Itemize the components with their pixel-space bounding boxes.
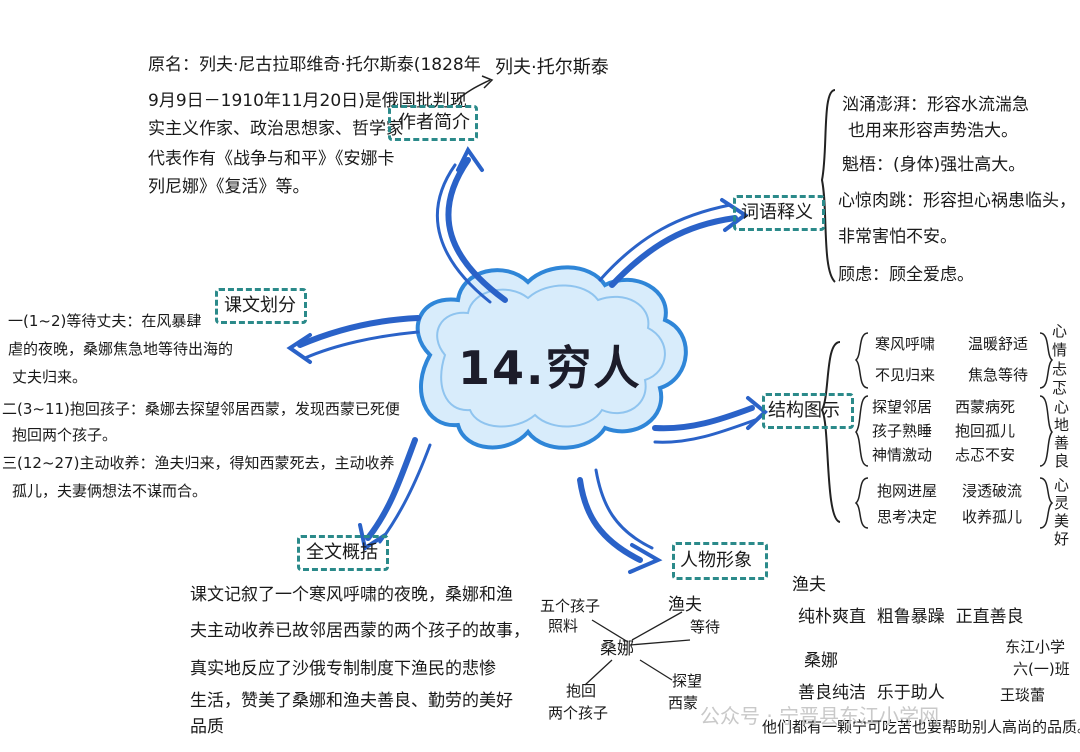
summary-line-4: 生活，赞美了桑娜和渔夫善良、勤劳的美好 (190, 691, 513, 711)
author-name: 列夫·托尔斯泰 (495, 57, 609, 78)
characters-label-box (672, 542, 768, 580)
structure-g2-left-3: 神情激动 (872, 446, 933, 464)
char-note-2: 照料 (548, 617, 579, 635)
credit-name: 王琰蕾 (1000, 686, 1046, 704)
sections-line-3: 丈夫归来。 (12, 368, 88, 386)
watermark: 公众号 · 宁晋县东江小学网 (700, 704, 940, 728)
fisherman-traits: 纯朴爽直 粗鲁暴躁 正直善良 (798, 607, 1024, 627)
credit-school: 东江小学 (1005, 638, 1066, 656)
structure-g2-right-2: 抱回孤儿 (955, 422, 1016, 440)
sections-line-1: 一(1~2)等待丈夫：在风暴肆 (8, 312, 202, 330)
structure-g1-right-2: 焦急等待 (968, 366, 1029, 384)
words-line-6: 顾虑：顾全爱虑。 (838, 265, 974, 285)
words-line-5: 非常害怕不安。 (838, 227, 957, 247)
structure-g3-side: 心灵美好 (1054, 476, 1070, 548)
arrow-author (445, 157, 508, 303)
arrow-words (609, 215, 738, 288)
author-line-4: 代表作有《战争与和平》《安娜卡 (148, 149, 395, 169)
words-line-2: 也用来形容声势浩大。 (848, 121, 1018, 141)
author-label: 作者简介 (398, 112, 470, 133)
author-line-3: 实主义作家、政治思想家、哲学家 (148, 119, 403, 139)
words-line-3: 魁梧：(身体)强壮高大。 (842, 155, 1026, 175)
structure-g3-right-1: 浸透破流 (962, 482, 1023, 500)
sections-line-2: 虐的夜晚，桑娜焦急地等待出海的 (8, 340, 234, 358)
structure-g2-right-3: 忐忑不安 (955, 446, 1016, 464)
structure-g3-right-2: 收养孤儿 (962, 508, 1023, 526)
sections-line-6: 三(12~27)主动收养：渔夫归来，得知西蒙死去，主动收养 (2, 454, 395, 472)
summary-label: 全文概括 (306, 542, 378, 563)
arrow-structure (652, 405, 755, 432)
summary-line-3: 真实地反应了沙俄专制制度下渔民的悲惨 (190, 659, 496, 679)
structure-label: 结构图示 (768, 400, 840, 421)
summary-label-box (297, 535, 389, 571)
char-note-4: 抱回 (566, 682, 597, 700)
structure-g1-left-1: 寒风呼啸 (875, 335, 936, 353)
structure-g2-side: 心地善良 (1054, 398, 1070, 470)
words-label-box (733, 195, 825, 231)
sections-label-box (215, 288, 307, 324)
characters-conclusion: 他们都有一颗宁可吃苦也要帮助别人高尚的品质。 (762, 718, 1080, 736)
structure-g1-right-1: 温暖舒适 (968, 335, 1029, 353)
char-note-5: 两个孩子 (548, 704, 609, 722)
summary-line-1: 课文记叙了一个寒风呼啸的夜晚，桑娜和渔 (190, 585, 513, 605)
sections-line-4: 二(3~11)抱回孩子：桑娜去探望邻居西蒙，发现西蒙已死便 (2, 400, 400, 418)
arrow-sections (297, 315, 421, 348)
sections-label: 课文划分 (224, 295, 296, 316)
structure-g2-left-1: 探望邻居 (872, 398, 933, 416)
char-note-3: 等待 (690, 618, 721, 636)
sections-line-5: 抱回两个孩子。 (12, 426, 118, 444)
author-line-5: 列尼娜》《复活》等。 (148, 177, 310, 197)
author-line-2: 9月9日－1910年11月20日)是俄国批判现 (148, 91, 467, 111)
sections-line-7: 孤儿，夫妻俩想法不谋而合。 (12, 482, 208, 500)
structure-label-box (762, 393, 854, 429)
structure-g2-left-2: 孩子熟睡 (872, 422, 933, 440)
arrow-characters (577, 477, 643, 563)
words-line-4: 心惊肉跳：形容担心祸患临头， (838, 191, 1076, 211)
char-note-6: 探望 (672, 672, 703, 690)
author-label-box (388, 105, 478, 141)
char-sangna: 桑娜 (600, 639, 634, 659)
center-cloud (415, 265, 688, 450)
structure-g3-left-1: 抱网进屋 (877, 482, 938, 500)
char-note-7: 西蒙 (668, 694, 699, 712)
sangna-title: 桑娜 (804, 651, 838, 671)
fisherman-title: 渔夫 (792, 575, 826, 595)
center-title: 14.穷人 (458, 341, 642, 395)
credit-class: 六(一)班 (1013, 660, 1070, 678)
words-label: 词语释义 (741, 202, 813, 223)
char-note-1: 五个孩子 (540, 597, 601, 615)
words-line-1: 汹涌澎湃：形容水流湍急 (842, 95, 1029, 115)
char-yufu: 渔夫 (668, 595, 702, 615)
author-line-1: 原名：列夫·尼古拉耶维奇·托尔斯泰(1828年 (148, 55, 481, 75)
summary-line-2: 夫主动收养已故邻居西蒙的两个孩子的故事， (190, 621, 530, 641)
summary-line-5: 品质 (190, 717, 224, 737)
sangna-traits: 善良纯洁 乐于助人 (798, 683, 945, 703)
structure-g3-left-2: 思考决定 (877, 508, 938, 526)
structure-g1-left-2: 不见归来 (875, 366, 936, 384)
structure-g1-side: 心情忐忑 (1052, 322, 1068, 397)
arrow-summary (365, 437, 418, 541)
characters-label: 人物形象 (680, 550, 752, 571)
structure-g2-right-1: 西蒙病死 (955, 398, 1016, 416)
